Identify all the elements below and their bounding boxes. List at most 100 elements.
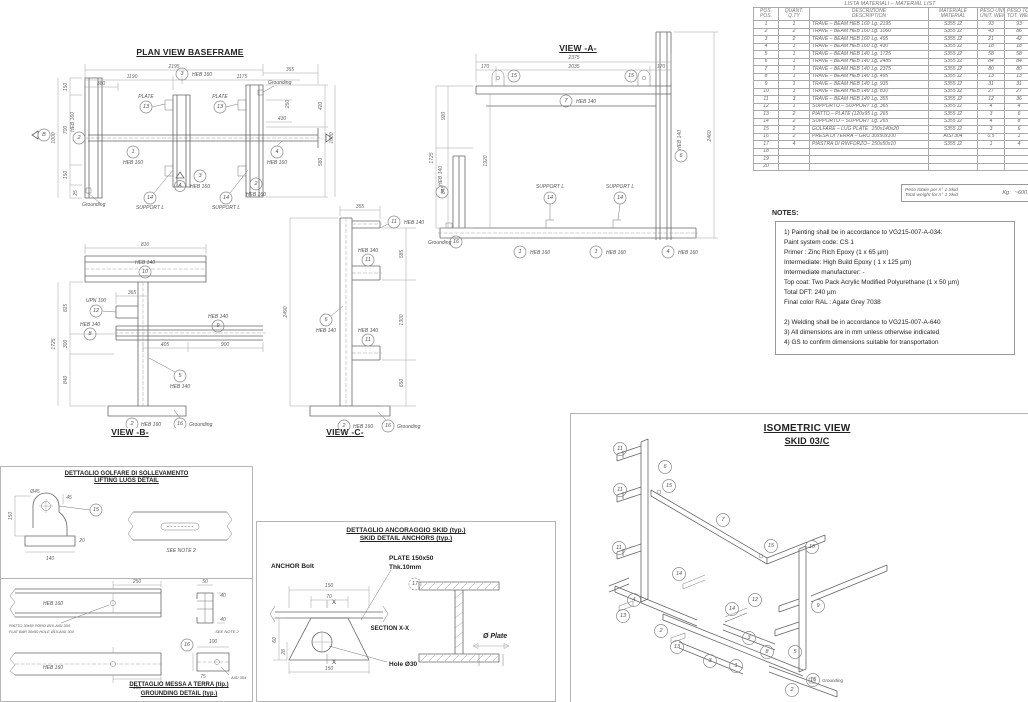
balloon-3-bottom: 3 HEB 160 [190,169,210,190]
balloon-3-top: 3 HEB 160 [175,67,212,81]
cell-mat [929,163,978,171]
svg-text:14: 14 [547,195,553,201]
balloon-17: 17 [408,577,422,591]
dim-label: 150 [63,83,69,92]
cell-tot: 4 [1005,104,1028,111]
view-c-drawing: 355 2490 585 1300 650 11 HEB 140 HEB 140… [283,204,424,433]
cell-unit: 1 [978,141,1005,149]
dim-label: 150 [8,512,14,521]
balloon-16d: 16 [180,638,194,652]
balloon-2d: 2 HEB 160 [337,419,373,433]
svg-text:7: 7 [564,98,568,104]
iso-balloon-11b: 11 [613,483,627,497]
svg-text:HEB 160: HEB 160 [246,192,266,198]
svg-text:14: 14 [223,195,229,201]
dim-label: 45 [66,495,72,501]
cell-mat: S355 J2 [929,66,978,74]
dim-label: 170 [657,64,666,70]
cell-mat: S355 J2 [929,103,978,111]
cell-tot: 36 [1005,96,1028,104]
cell-unit: 4 [978,118,1005,126]
cell-desc: TRAVE – BEAM HEB 140 [810,88,870,96]
cell-size: Lg. 265 [869,111,929,119]
cell-qty: 1 [779,88,810,96]
cell-mat: S355 J2 [929,28,978,36]
svg-text:HEB 140: HEB 140 [358,328,378,334]
cell-unit [978,163,1005,171]
note-line: Intermediate manufacturer: - [784,269,865,276]
hole-label: Hole Ø30 [389,661,418,668]
svg-text:11: 11 [617,487,623,493]
iso-title-1: ISOMETRIC VIEW [763,423,851,434]
iso-balloon-12: 12 [748,593,762,607]
note-line: Final color RAL : Agate Grey 7038 [784,299,881,306]
svg-text:2: 2 [129,421,133,427]
dim-label: 1725 [51,338,57,349]
cell-unit: 80 [978,66,1005,74]
dim-label: 70 [326,594,332,600]
cell-qty: 2 [779,28,810,36]
svg-text:HEB 140: HEB 140 [208,314,228,320]
balloon-14b: SUPPORT L 14 [606,184,634,221]
lifting-title-en: LIFTING LUGS DETAIL [94,478,159,484]
cell-qty [779,156,810,164]
col-unit: PESO UNIT.UNIT. WEIGHT [978,8,1005,21]
svg-text:13: 13 [674,644,681,650]
dim-label: 845 [441,186,447,195]
grounding-label: Grounding [82,202,106,208]
view-b-title: VIEW -B- [111,427,149,437]
material-list: LISTA MATERIALI – MATERIAL LIST POS.POS.… [753,1,1028,171]
cell-tot: 93 [1005,21,1028,29]
cell-qty: 1 [779,81,810,89]
cell-qty: 1 [779,66,810,74]
table-row: 18 [754,148,1028,156]
cell-size: Lg. 355 [869,96,929,104]
section-x-top: X [332,600,336,606]
cell-desc: SUPPORTO – SUPPORT L (90x10) [810,118,870,126]
cell-unit: 12 [978,96,1005,104]
anchor-bolt-label: ANCHOR Bolt [271,563,315,570]
dim-label: 28 [281,649,287,656]
svg-text:1: 1 [594,249,597,255]
grounding-title-it: DETTAGLIO MESSA A TERRA (tip.) [129,682,229,688]
svg-text:3: 3 [180,71,184,77]
col-pos: POS.POS. [754,8,779,21]
iso-balloon-2b: 2 [785,683,799,697]
balloon-11c: HEB 140 11 [358,328,378,347]
svg-text:2: 2 [789,687,793,693]
iso-balloon-7: 7 [716,513,730,527]
plate-label-2: Thk.10mm [389,564,421,571]
phi-plate-label: Ø Plate [483,633,507,640]
cell-qty: 1 [779,73,810,81]
dim-label: 40 [220,617,226,623]
svg-text:HEB 140: HEB 140 [80,322,100,328]
iso-balloon-1: 1 [729,659,743,673]
isometric-drawing: 11 6 11 15 7 11 15 10 14 4 13 2 14 12 9 … [608,438,888,698]
cell-mat: S355 J2 [929,43,978,51]
note-line: Paint system code: CS 1 [784,239,854,246]
cell-size [869,148,929,156]
svg-text:Grounding: Grounding [397,424,421,430]
balloon-1b: 1 HEB 160 [589,245,626,259]
grounding-title-en: GROUNDING DETAIL (typ.) [140,691,218,697]
svg-text:16: 16 [810,677,817,683]
total-weight-label-en: Total weight for n° 1 Skid [905,193,958,198]
svg-text:17: 17 [412,581,419,587]
cell-size: Lg. 1725 [869,51,929,59]
col-tot: PESO TOT.TOT. WEIGHT [1005,8,1028,21]
svg-text:HEB 160: HEB 160 [190,184,210,190]
note-line: 3) All dimensions are in mm unless other… [784,329,940,336]
svg-text:SUPPORT L: SUPPORT L [136,205,164,211]
svg-text:HEB 140: HEB 140 [576,99,596,105]
cell-unit: 58 [978,51,1005,59]
cell-unit: 3 [978,111,1005,119]
cell-size: Lg. 265 [869,118,929,126]
table-row: 19 [754,156,1028,164]
